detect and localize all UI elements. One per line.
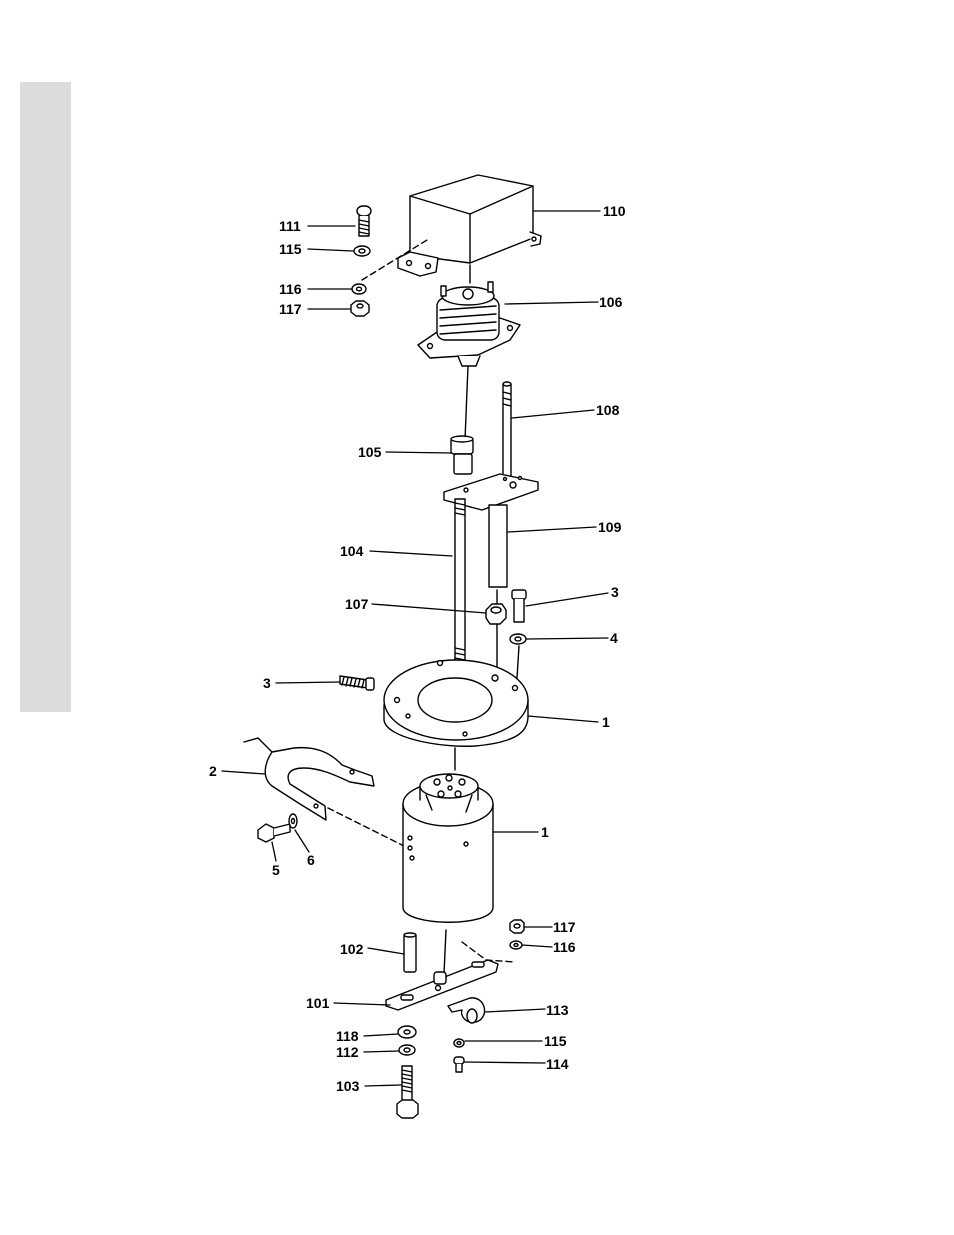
part-113-clamp (448, 998, 485, 1023)
callout-1-ring: 1 (602, 714, 610, 730)
part-112-lockwasher (399, 1045, 415, 1055)
callout-101: 101 (306, 995, 330, 1011)
part-110-cover (398, 175, 541, 276)
part-2-bracket (244, 738, 374, 820)
line-106-104 (465, 366, 468, 440)
line-motor-plate (444, 930, 446, 974)
part-117-nut-right (510, 920, 524, 933)
callout-107: 107 (345, 596, 369, 612)
callout-110: 110 (603, 203, 626, 219)
callout-115-bottom: 115 (544, 1033, 567, 1049)
callout-109: 109 (598, 519, 622, 535)
part-3-screw-right (512, 590, 526, 622)
part-116-washer-right (510, 941, 522, 949)
part-6-washer (289, 814, 297, 828)
part-105-coupling (451, 436, 473, 474)
callout-112: 112 (336, 1044, 359, 1060)
callout-105: 105 (358, 444, 382, 460)
part-109-spacer (489, 505, 507, 587)
part-4-washer (510, 634, 526, 644)
dash-plate-nut (462, 942, 515, 962)
part-114-screw (454, 1057, 464, 1072)
part-1-motor (403, 774, 493, 922)
callout-2: 2 (209, 763, 217, 779)
callout-3-right: 3 (611, 584, 619, 600)
callout-117: 117 (279, 301, 302, 317)
part-1-ring (384, 660, 528, 746)
callout-3-left: 3 (263, 675, 271, 691)
callout-116-right: 116 (553, 939, 576, 955)
callout-4: 4 (610, 630, 618, 646)
part-3-screw-left (340, 676, 374, 690)
callout-106: 106 (599, 294, 623, 310)
dash-2-motor (328, 808, 404, 846)
side-tab (20, 82, 71, 712)
part-103-bolt (397, 1066, 418, 1118)
callout-114: 114 (546, 1056, 569, 1072)
part-111-screw (357, 206, 371, 236)
part-108-stud (503, 382, 511, 488)
part-117-nut (351, 301, 369, 316)
callout-116: 116 (279, 281, 302, 297)
part-104-shaft (455, 499, 465, 671)
part-5-bolt (258, 824, 290, 842)
part-115-lockwasher (354, 246, 370, 256)
callout-115: 115 (279, 241, 302, 257)
callout-117-right: 117 (553, 919, 576, 935)
callout-labels: 110 111 115 116 117 106 108 105 109 104 … (209, 203, 626, 1094)
part-116-washer (352, 284, 366, 294)
callout-6: 6 (307, 852, 315, 868)
callout-108: 108 (596, 402, 620, 418)
callout-102: 102 (340, 941, 364, 957)
callout-103: 103 (336, 1078, 360, 1094)
part-107-nut (486, 604, 506, 624)
part-102-standoff (404, 933, 416, 972)
callout-104: 104 (340, 543, 364, 559)
part-106-switch (418, 282, 520, 366)
callout-5: 5 (272, 862, 280, 878)
callout-113: 113 (546, 1002, 569, 1018)
callout-111: 111 (279, 218, 301, 234)
part-115-lockwasher-bottom (454, 1039, 464, 1047)
line-3-4 (517, 646, 519, 678)
callout-1-motor: 1 (541, 824, 549, 840)
part-118-washer (398, 1026, 416, 1038)
callout-118: 118 (336, 1028, 359, 1044)
